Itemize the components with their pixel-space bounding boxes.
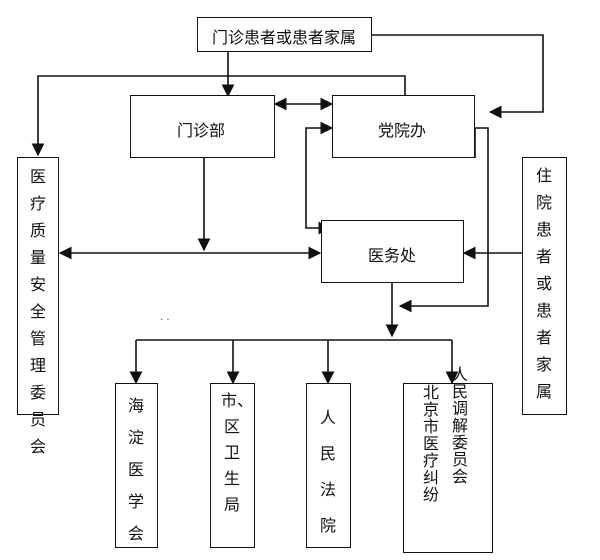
node-city-district-health	[210, 383, 255, 548]
arrow-family-to-party-office	[372, 34, 544, 119]
node-haidian-medical-society-label: 海淀医学会	[127, 396, 144, 543]
node-mediation-committee-label-col2: 人民调解委员会	[451, 365, 468, 486]
arrow-medical-party-loop	[305, 121, 334, 235]
node-haidian-medical-society	[115, 383, 158, 548]
node-outpatient-family-label: 门诊患者或患者家属	[212, 28, 357, 47]
node-outpatient-dept	[130, 95, 275, 158]
line-top-to-quality	[31, 75, 406, 157]
node-peoples-court-label: 人民法院	[319, 408, 336, 535]
node-party-office-label: 党院办	[378, 121, 427, 140]
node-medical-affairs	[321, 220, 464, 283]
node-inpatient-family-label: 住院患者或患者家属	[535, 166, 552, 401]
node-mediation-committee	[403, 383, 493, 553]
node-party-office	[332, 95, 475, 158]
node-peoples-court	[306, 383, 351, 548]
node-outpatient-dept-label: 门诊部	[177, 121, 226, 140]
node-quality-committee	[17, 157, 59, 415]
node-quality-committee-label: 医疗质量安全管理委员会	[29, 167, 46, 456]
stray-mark: . .	[160, 312, 170, 323]
node-medical-affairs-label: 医务处	[368, 246, 417, 265]
node-mediation-committee-label-col1: 北京市医疗纠纷	[422, 383, 439, 504]
line-party-office-down	[398, 127, 489, 313]
node-city-district-health-label: 市、区卫生局	[221, 391, 254, 514]
node-inpatient-family	[522, 157, 567, 415]
node-outpatient-family	[197, 17, 372, 52]
